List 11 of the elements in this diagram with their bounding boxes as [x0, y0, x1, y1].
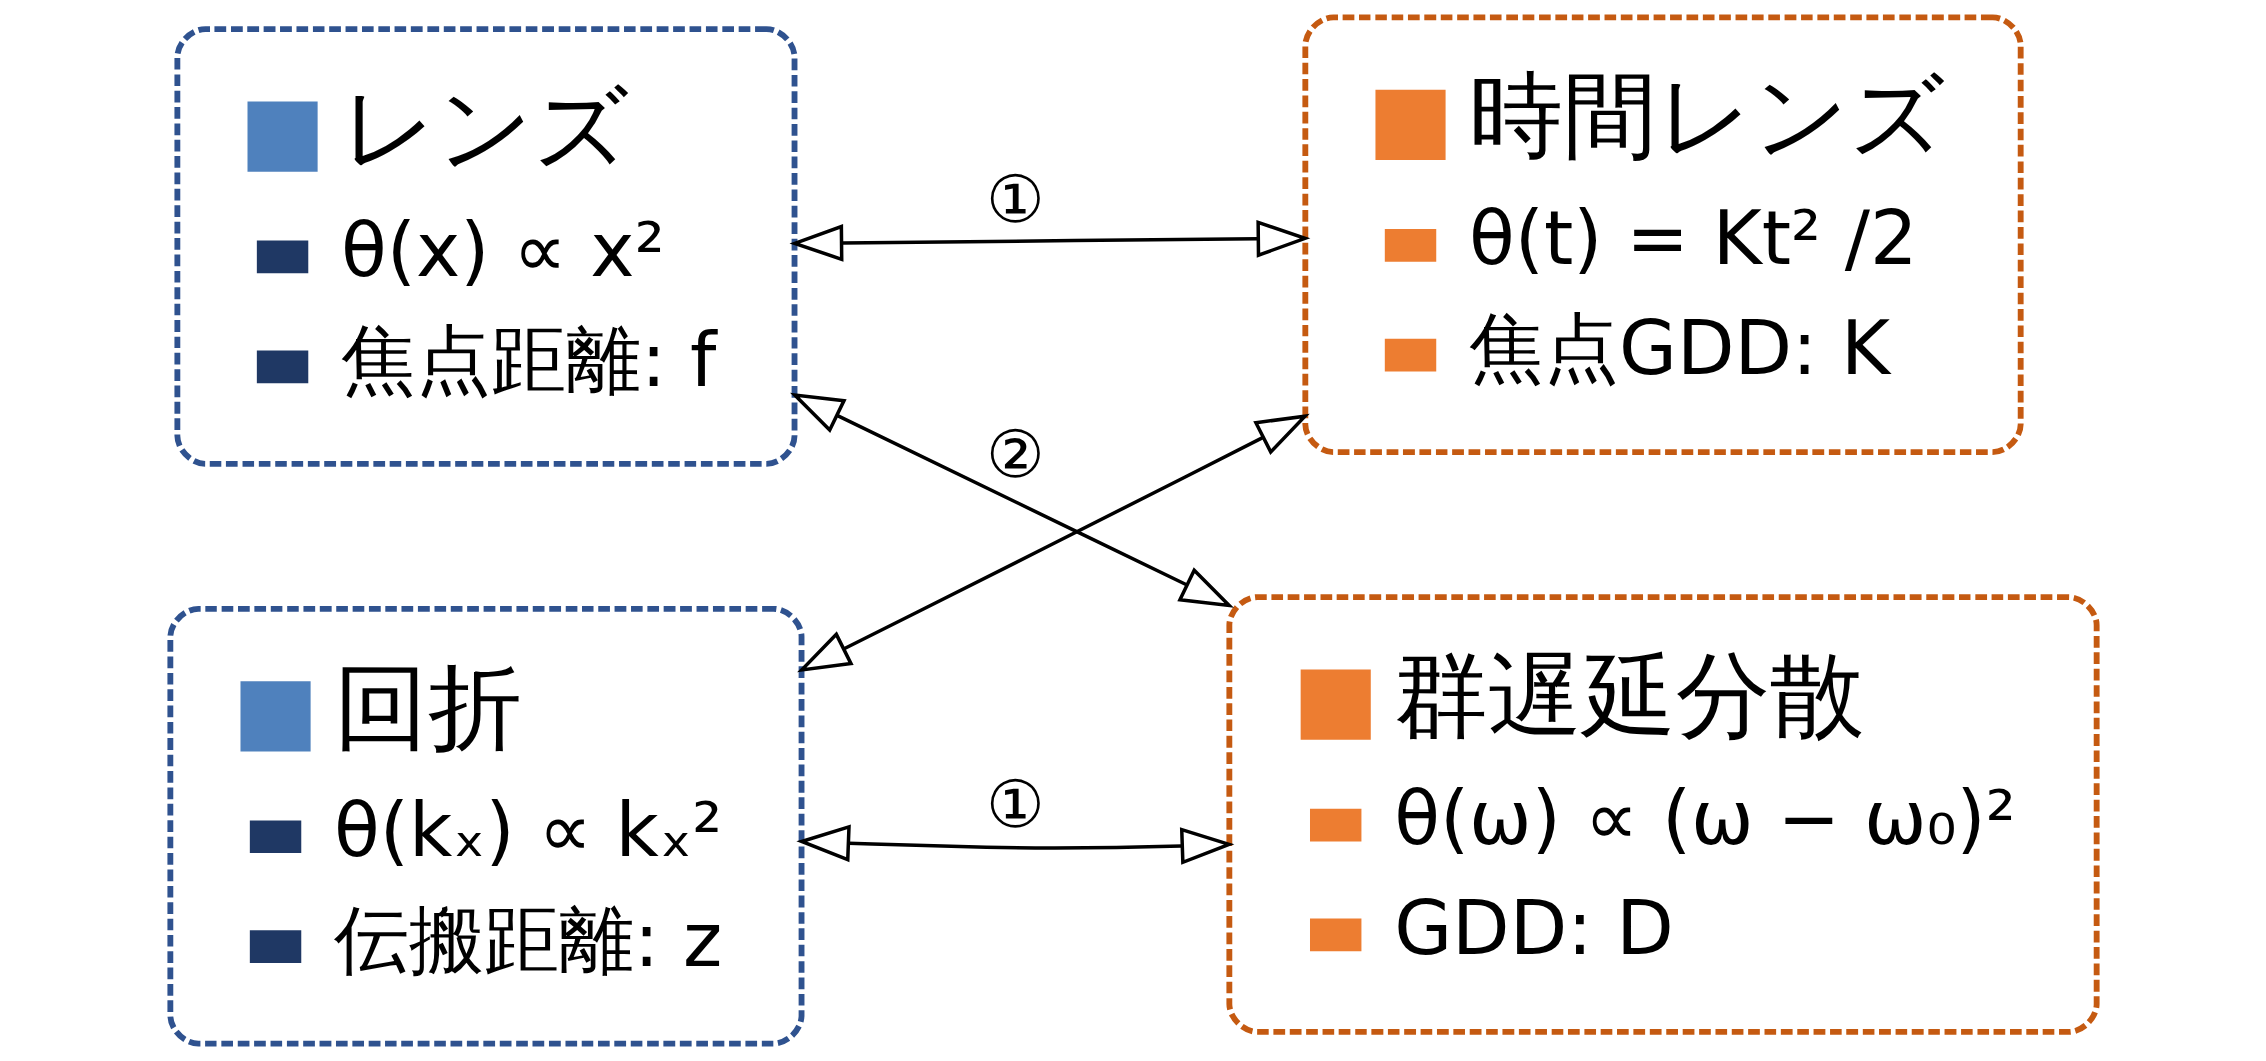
arrow [789, 392, 1234, 608]
arrow [795, 824, 1234, 865]
node-box: レンズ θ(x) ∝ x² 焦点距離: f [173, 26, 797, 467]
edge-label: ① [985, 766, 1045, 843]
edge-label: ① [985, 160, 1045, 237]
edge-label: ② [985, 415, 1045, 492]
node-box: 群遅延分散 θ(ω) ∝ (ω − ω₀)² GDD: D [1225, 594, 2100, 1035]
node-box: 時間レンズ θ(t) = Kt² /2 焦点GDD: K [1301, 14, 2024, 456]
arrow [788, 219, 1310, 262]
arrow [796, 413, 1310, 673]
node-box: 回折 θ(kₓ) ∝ kₓ² 伝搬距離: z [166, 605, 804, 1047]
